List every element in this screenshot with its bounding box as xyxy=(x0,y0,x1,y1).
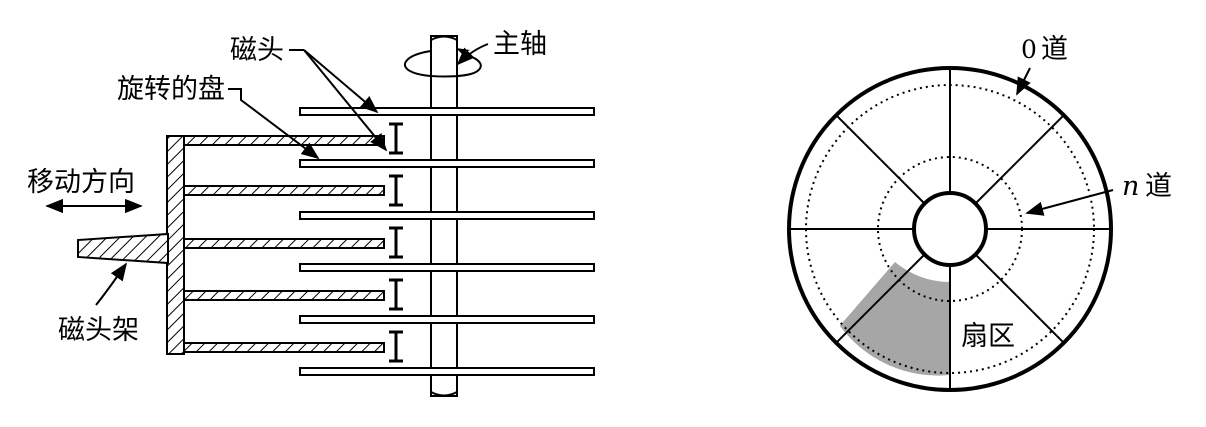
head xyxy=(389,278,403,311)
track-n xyxy=(877,156,1023,302)
head xyxy=(389,174,403,207)
head xyxy=(389,226,403,259)
head-arm-assembly xyxy=(77,135,385,355)
platter xyxy=(299,367,595,376)
trackn-word: 道 xyxy=(1145,171,1172,202)
track0-number: 0 xyxy=(1021,35,1037,64)
platter xyxy=(299,159,595,168)
disk-hub xyxy=(912,191,988,267)
head xyxy=(389,122,403,155)
sector-label: 扇区 xyxy=(961,321,1015,352)
track-0 xyxy=(805,84,1095,374)
platter xyxy=(299,211,595,220)
read-write-heads xyxy=(389,122,403,363)
arm-label: 磁头架 xyxy=(58,315,139,346)
spindle-label: 主轴 xyxy=(493,29,547,60)
disk-drive-assembly: 磁头 主轴 旋转的盘 移动方向 磁头架 xyxy=(27,29,595,397)
sector-dividers xyxy=(789,68,1111,390)
direction-label: 移动方向 xyxy=(27,167,135,198)
platter xyxy=(299,315,595,324)
leader-lines xyxy=(45,43,489,306)
head xyxy=(389,330,403,363)
platter-stack xyxy=(299,107,595,376)
platter-label: 旋转的盘 xyxy=(117,74,225,105)
platter xyxy=(299,263,595,272)
track0-word: 道 xyxy=(1041,34,1068,65)
platter xyxy=(299,107,595,116)
head-label: 磁头 xyxy=(230,35,284,66)
track-leaders xyxy=(1016,67,1114,216)
trackn-variable: n xyxy=(1122,171,1139,202)
disk-surface: 0 道 n 道 扇区 xyxy=(787,34,1172,392)
